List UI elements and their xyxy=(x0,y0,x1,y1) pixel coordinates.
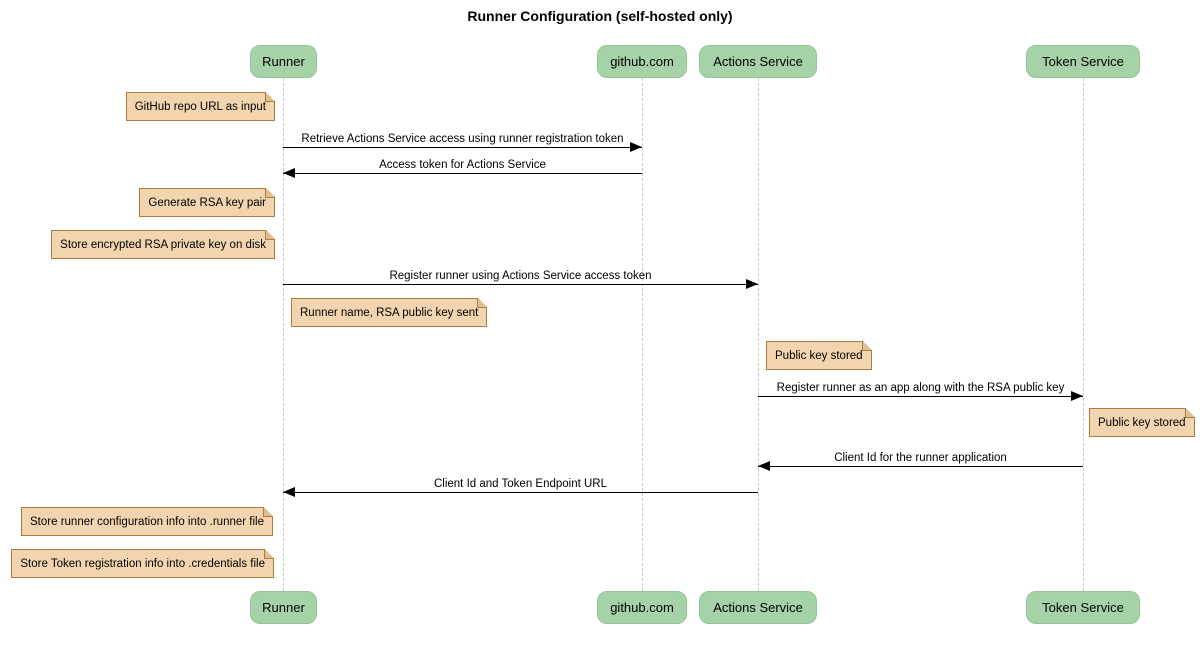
note-runner-name-sent: Runner name, RSA public key sent xyxy=(291,298,488,327)
participant-github-bottom: github.com xyxy=(597,591,687,624)
participant-token-service-bottom: Token Service xyxy=(1026,591,1140,624)
note-text: Runner name, RSA public key sent xyxy=(300,307,479,319)
note-text: Store runner configuration info into .ru… xyxy=(30,516,264,528)
note-fold-icon xyxy=(265,92,275,102)
message-label: Register runner using Actions Service ac… xyxy=(389,270,652,282)
participant-github-top: github.com xyxy=(597,45,687,78)
note-text: Generate RSA key pair xyxy=(148,197,266,209)
note-fold-icon xyxy=(477,298,488,308)
message-label: Retrieve Actions Service access using ru… xyxy=(301,133,624,145)
message-client-id: Client Id for the runner application xyxy=(758,449,1083,471)
note-fold-icon xyxy=(1184,408,1195,418)
arrowhead-right-icon xyxy=(630,142,642,152)
note-fold-icon xyxy=(264,549,274,559)
arrowhead-left-icon xyxy=(758,461,770,471)
diagram-title: Runner Configuration (self-hosted only) xyxy=(467,8,733,24)
note-fold-icon xyxy=(263,507,273,517)
message-label: Client Id and Token Endpoint URL xyxy=(433,478,608,490)
message-retrieve-actions-access: Retrieve Actions Service access using ru… xyxy=(283,130,642,152)
note-store-credentials-file: Store Token registration info into .cred… xyxy=(11,549,274,578)
lifeline-runner xyxy=(283,78,284,591)
arrowhead-right-icon xyxy=(746,279,758,289)
note-generate-rsa-key: Generate RSA key pair xyxy=(139,188,275,217)
note-github-repo-url: GitHub repo URL as input xyxy=(125,92,275,121)
participant-runner-top: Runner xyxy=(250,45,317,78)
lifeline-actions-service xyxy=(758,78,759,591)
arrowhead-left-icon xyxy=(283,487,295,497)
note-text: Store encrypted RSA private key on disk xyxy=(60,239,266,251)
message-label: Access token for Actions Service xyxy=(379,159,546,171)
message-register-runner: Register runner using Actions Service ac… xyxy=(283,267,758,289)
message-label: Register runner as an app along with the… xyxy=(776,382,1065,394)
note-public-key-stored-token: Public key stored xyxy=(1089,408,1195,437)
participant-actions-service-bottom: Actions Service xyxy=(699,591,817,624)
message-client-id-endpoint: Client Id and Token Endpoint URL xyxy=(283,475,758,497)
note-store-private-key: Store encrypted RSA private key on disk xyxy=(51,230,275,259)
note-store-runner-file: Store runner configuration info into .ru… xyxy=(21,507,273,536)
message-access-token: Access token for Actions Service xyxy=(283,156,642,178)
participant-actions-service-top: Actions Service xyxy=(699,45,817,78)
note-fold-icon xyxy=(861,341,872,351)
note-fold-icon xyxy=(265,188,275,198)
note-text: Public key stored xyxy=(1098,417,1186,429)
participant-token-service-top: Token Service xyxy=(1026,45,1140,78)
lifeline-github xyxy=(642,78,643,591)
message-label: Client Id for the runner application xyxy=(834,452,1007,464)
participant-runner-bottom: Runner xyxy=(250,591,317,624)
note-fold-icon xyxy=(265,230,275,240)
message-register-runner-app: Register runner as an app along with the… xyxy=(758,379,1083,401)
arrowhead-right-icon xyxy=(1071,391,1083,401)
note-text: Store Token registration info into .cred… xyxy=(20,558,265,570)
note-text: GitHub repo URL as input xyxy=(134,101,266,113)
lifeline-token-service xyxy=(1083,78,1084,591)
arrowhead-left-icon xyxy=(283,168,295,178)
note-public-key-stored-actions: Public key stored xyxy=(766,341,872,370)
note-text: Public key stored xyxy=(775,350,863,362)
